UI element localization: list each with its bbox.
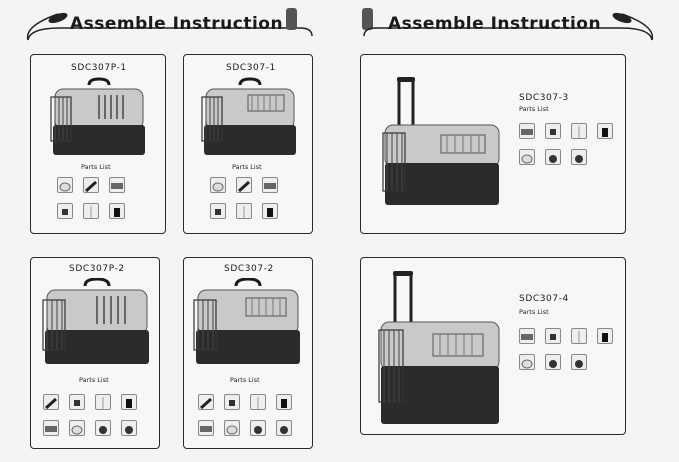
parts-list-label: Parts List	[519, 308, 549, 316]
right-banner: Assemble Instruction	[360, 6, 660, 44]
wheel-icon	[545, 354, 561, 370]
rod-icon	[250, 394, 266, 410]
wheel-icon	[121, 420, 137, 436]
panel-sdc307p-2: SDC307P-2 Parts List	[30, 257, 160, 449]
banner-curve-left	[26, 12, 313, 41]
rod-icon	[83, 203, 99, 219]
clip-icon	[57, 203, 73, 219]
bowl-icon	[224, 420, 240, 436]
clip-icon	[210, 203, 226, 219]
wheel-icon	[571, 354, 587, 370]
model-label: SDC307-1	[226, 63, 276, 73]
bowl-icon	[69, 420, 85, 436]
screw-pack-icon	[83, 177, 99, 193]
clip-icon	[69, 394, 85, 410]
stopper-icon	[597, 328, 613, 344]
grill-tray-icon	[43, 420, 59, 436]
clip-icon	[545, 123, 561, 139]
grill-tray-icon	[519, 328, 535, 344]
carrier-image	[193, 278, 300, 364]
wheel-icon	[250, 420, 266, 436]
parts-list-label: Parts List	[79, 376, 109, 384]
bowl-icon	[210, 177, 226, 193]
parts-list-label: Parts List	[81, 163, 111, 171]
divider-tab-left	[286, 8, 297, 30]
quill-icon	[48, 12, 68, 24]
carrier-image	[201, 77, 296, 155]
grill-tray-icon	[262, 177, 278, 193]
page-title-left: Assemble Instruction	[70, 14, 284, 34]
clip-icon	[224, 394, 240, 410]
bowl-icon	[57, 177, 73, 193]
rod-icon	[95, 394, 111, 410]
rod-icon	[236, 203, 252, 219]
screw-pack-icon	[43, 394, 59, 410]
rod-icon	[571, 328, 587, 344]
wheel-icon	[545, 149, 561, 165]
parts-list-label: Parts List	[232, 163, 262, 171]
model-label: SDC307-2	[224, 264, 274, 274]
stopper-icon	[262, 203, 278, 219]
carrier-image	[50, 77, 145, 155]
carrier-image	[378, 271, 500, 424]
wheel-icon	[276, 420, 292, 436]
divider-tab-right	[362, 8, 373, 30]
wheel-icon	[95, 420, 111, 436]
carrier-image	[42, 278, 149, 364]
model-label: SDC307P-2	[69, 264, 125, 274]
page-title-right: Assemble Instruction	[388, 14, 602, 34]
carrier-image	[382, 77, 500, 205]
stopper-icon	[597, 123, 613, 139]
panel-sdc307-4: SDC307-4 Parts List	[360, 257, 626, 435]
grill-tray-icon	[109, 177, 125, 193]
banner-curve-right	[363, 12, 654, 41]
panel-sdc307p-1: SDC307P-1 Parts List	[30, 54, 166, 234]
parts-list-label: Parts List	[519, 105, 549, 113]
model-label: SDC307-3	[519, 93, 569, 103]
clip-icon	[545, 328, 561, 344]
rod-icon	[571, 123, 587, 139]
model-label: SDC307P-1	[71, 63, 127, 73]
parts-list-label: Parts List	[230, 376, 260, 384]
bowl-icon	[519, 354, 535, 370]
stopper-icon	[109, 203, 125, 219]
stopper-icon	[121, 394, 137, 410]
model-label: SDC307-4	[519, 294, 569, 304]
left-banner: Assemble Instruction	[20, 6, 316, 44]
panel-sdc307-2: SDC307-2 Parts List	[183, 257, 313, 449]
bowl-icon	[519, 149, 535, 165]
grill-tray-icon	[198, 420, 214, 436]
screw-pack-icon	[198, 394, 214, 410]
stopper-icon	[276, 394, 292, 410]
grill-tray-icon	[519, 123, 535, 139]
wheel-icon	[571, 149, 587, 165]
panel-sdc307-3: SDC307-3 Parts List	[360, 54, 626, 234]
quill-icon	[612, 12, 632, 24]
panel-sdc307-1: SDC307-1 Parts List	[183, 54, 313, 234]
screw-pack-icon	[236, 177, 252, 193]
